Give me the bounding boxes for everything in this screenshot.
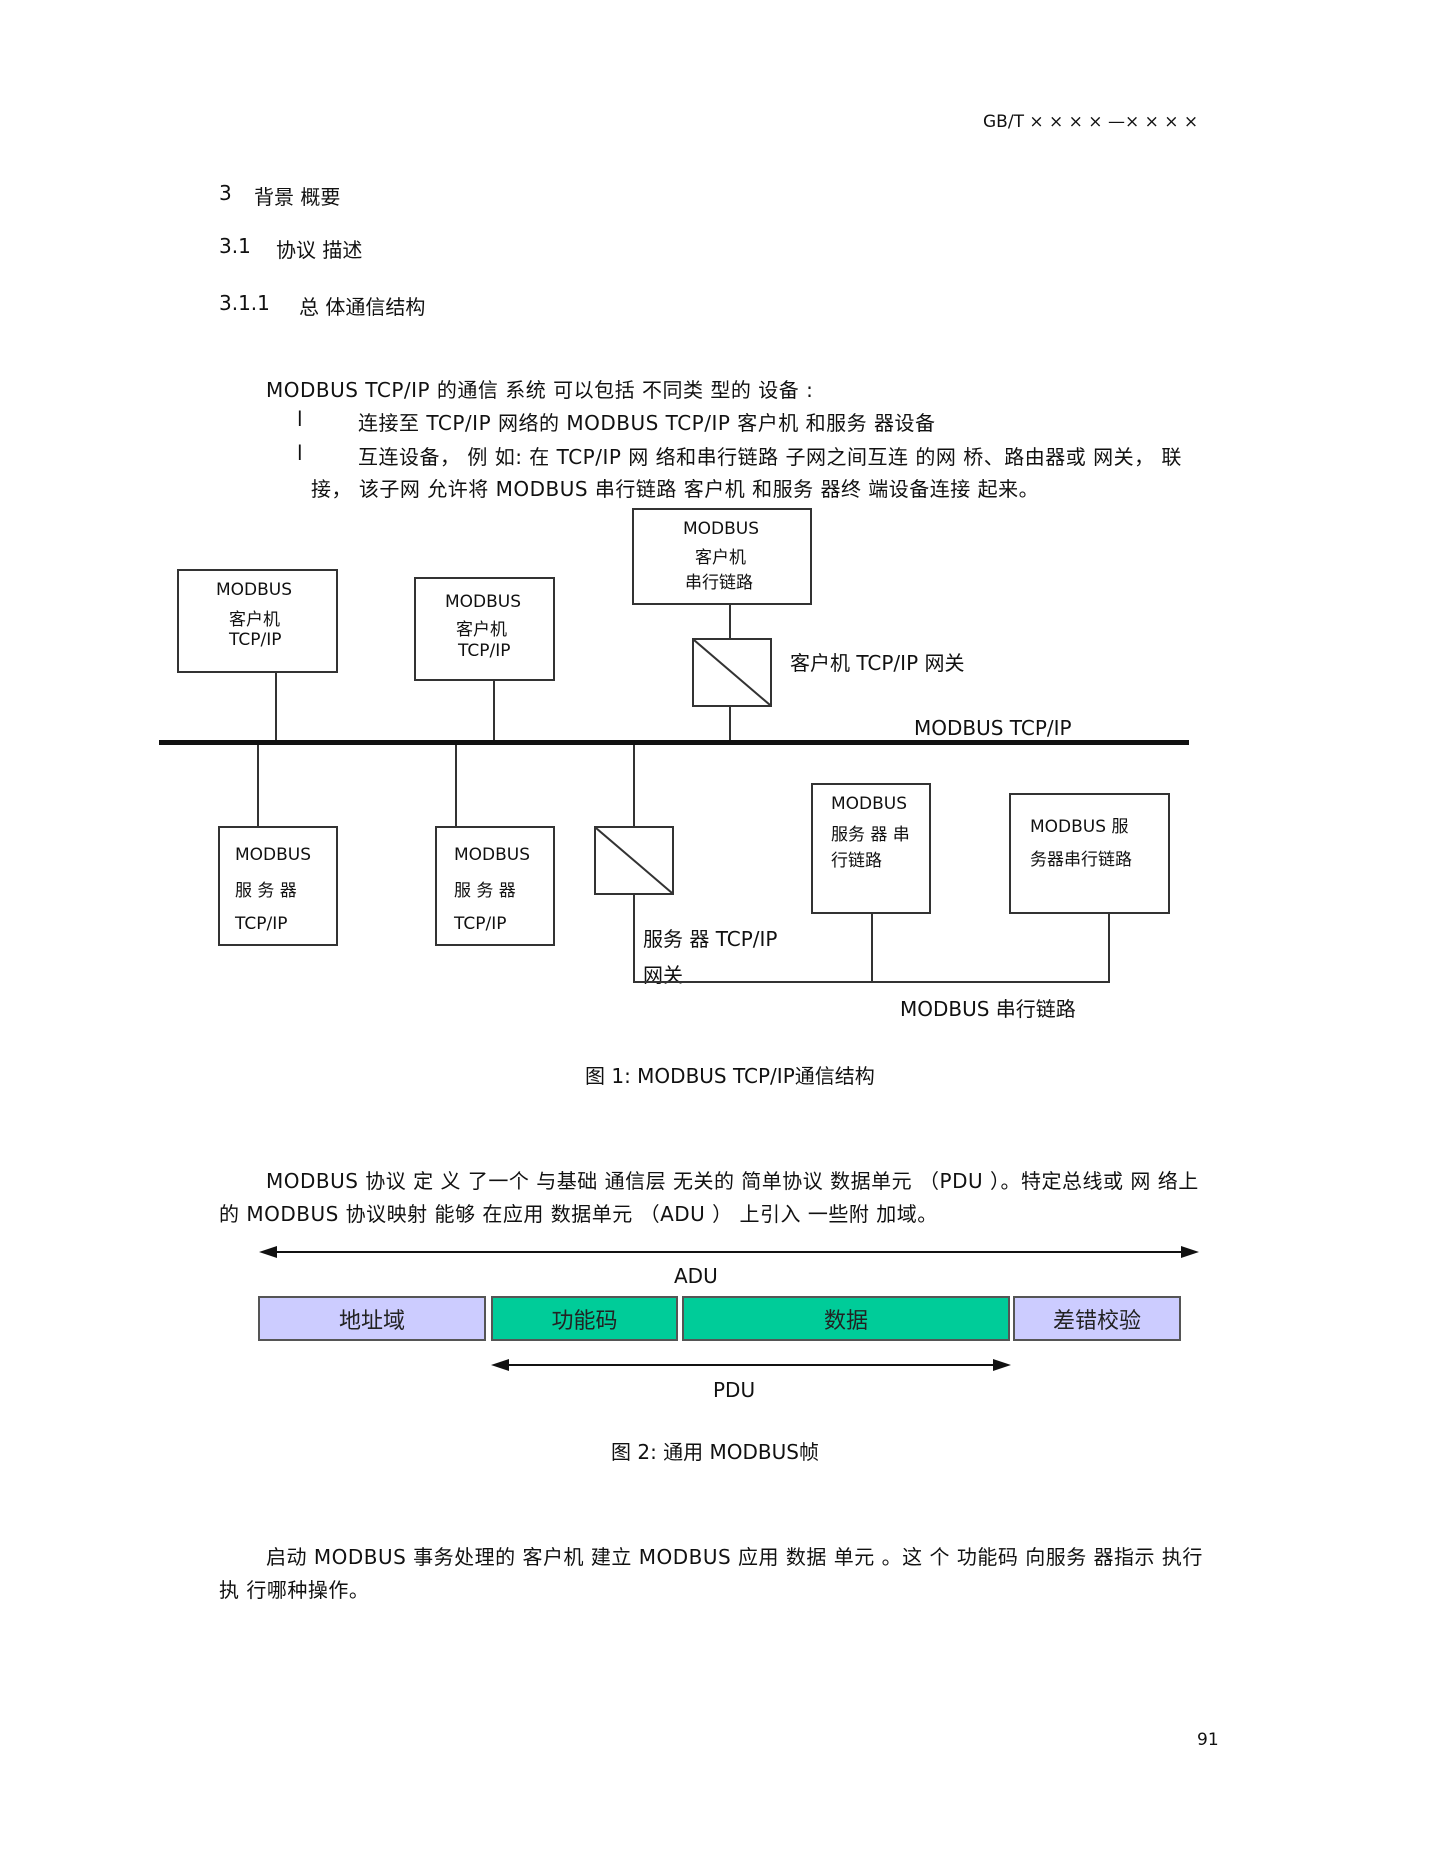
connector-line (493, 681, 495, 740)
connector-line (455, 745, 457, 827)
box-label: 服 务 器 (454, 881, 516, 901)
adu-label: ADU (674, 1264, 718, 1288)
serial-link-label: MODBUS 串行链路 (900, 997, 1076, 1021)
adu-arrow (259, 1246, 1199, 1258)
connector-line (257, 745, 259, 827)
section-3-1-number: 3.1 (219, 234, 251, 258)
paragraph-2-line: 的 MODBUS 协议映射 能够 在应用 数据单元 （ADU ） 上引入 一些附… (219, 1202, 938, 1226)
paragraph-3-line: 执 行哪种操作。 (219, 1578, 370, 1602)
figure-2-caption: 图 2: 通用 MODBUS帧 (611, 1440, 819, 1464)
section-3-1-title: 协议 描述 (276, 238, 363, 262)
box-label: 客户机 (695, 548, 746, 568)
bullet-mark: l (297, 441, 304, 465)
address-field: 地址域 (258, 1296, 486, 1341)
bullet-mark: l (297, 407, 304, 431)
client-tcpip-box: MODBUS 客户机 TCP/IP (177, 569, 338, 673)
box-label: MODBUS 服 (1030, 817, 1129, 837)
bullet-1-text: 连接至 TCP/IP 网络的 MODBUS TCP/IP 客户机 和服务 器设备 (358, 411, 936, 435)
box-label: 服务 器 串 (831, 825, 910, 845)
pdu-label: PDU (713, 1378, 756, 1402)
diagonal-line (694, 640, 770, 705)
section-3-1-1-number: 3.1.1 (219, 291, 270, 315)
server-gateway-label: 网关 (643, 963, 683, 987)
box-label: MODBUS (216, 580, 293, 600)
section-3-number: 3 (219, 181, 232, 205)
server-tcpip-box: MODBUS 服 务 器 TCP/IP (435, 826, 555, 946)
server-serial-box: MODBUS 服务 器 串 行链路 (811, 783, 931, 914)
error-check-field: 差错校验 (1013, 1296, 1181, 1341)
client-gateway-label: 客户机 TCP/IP 网关 (790, 651, 965, 675)
tcpip-bus-line (159, 740, 1189, 745)
server-gateway-icon (594, 826, 674, 895)
connector-line (729, 707, 731, 740)
box-label: TCP/IP (235, 914, 288, 934)
box-label: TCP/IP (454, 914, 507, 934)
box-label: 客户机 (456, 620, 507, 640)
server-tcpip-box: MODBUS 服 务 器 TCP/IP (218, 826, 338, 946)
box-label: MODBUS (235, 845, 312, 865)
server-gateway-label: 服务 器 TCP/IP (643, 927, 778, 951)
connector-line (871, 914, 873, 982)
connector-line (275, 673, 277, 740)
connector-line (633, 745, 635, 827)
box-label: TCP/IP (458, 641, 511, 661)
box-label: 务器串行链路 (1030, 850, 1132, 870)
function-code-field: 功能码 (491, 1296, 678, 1341)
bullet-2-text: 互连设备， 例 如: 在 TCP/IP 网 络和串行链路 子网之间互连 的网 桥… (358, 445, 1182, 469)
section-3-1-1-title: 总 体通信结构 (299, 295, 426, 319)
pdu-arrow (491, 1359, 1011, 1371)
figure-1-caption: 图 1: MODBUS TCP/IP通信结构 (585, 1064, 875, 1088)
intro-line: MODBUS TCP/IP 的通信 系统 可以包括 不同类 型的 设备 : (266, 378, 814, 402)
box-label: TCP/IP (229, 630, 282, 650)
box-label: 服 务 器 (235, 881, 297, 901)
box-label: 行链路 (831, 851, 882, 871)
standard-number: GB/T × × × × —× × × × (983, 112, 1199, 132)
box-label: 串行链路 (685, 573, 753, 593)
box-label: MODBUS (445, 592, 522, 612)
box-label: MODBUS (454, 845, 531, 865)
page-number: 91 (1197, 1730, 1219, 1750)
box-label: 客户机 (229, 610, 280, 630)
connector-line (633, 895, 635, 982)
connector-line (1108, 914, 1110, 982)
server-serial-box: MODBUS 服 务器串行链路 (1009, 793, 1170, 914)
diagonal-line (596, 828, 672, 893)
box-label: MODBUS (831, 794, 908, 814)
section-3-title: 背景 概要 (254, 185, 341, 209)
bullet-2-text-continued: 接， 该子网 允许将 MODBUS 串行链路 客户机 和服务 器终 端设备连接 … (311, 477, 1040, 501)
tcpip-bus-label: MODBUS TCP/IP (914, 716, 1072, 740)
client-tcpip-box: MODBUS 客户机 TCP/IP (414, 577, 555, 681)
serial-link-line (633, 981, 1110, 983)
client-gateway-icon (692, 638, 772, 707)
data-field: 数据 (682, 1296, 1010, 1341)
paragraph-2-line: MODBUS 协议 定 义 了一个 与基础 通信层 无关的 简单协议 数据单元 … (266, 1169, 1199, 1193)
paragraph-3-line: 启动 MODBUS 事务处理的 客户机 建立 MODBUS 应用 数据 单元 。… (266, 1545, 1203, 1569)
box-label: MODBUS (683, 519, 760, 539)
connector-line (729, 605, 731, 640)
client-serial-box: MODBUS 客户机 串行链路 (632, 508, 812, 605)
